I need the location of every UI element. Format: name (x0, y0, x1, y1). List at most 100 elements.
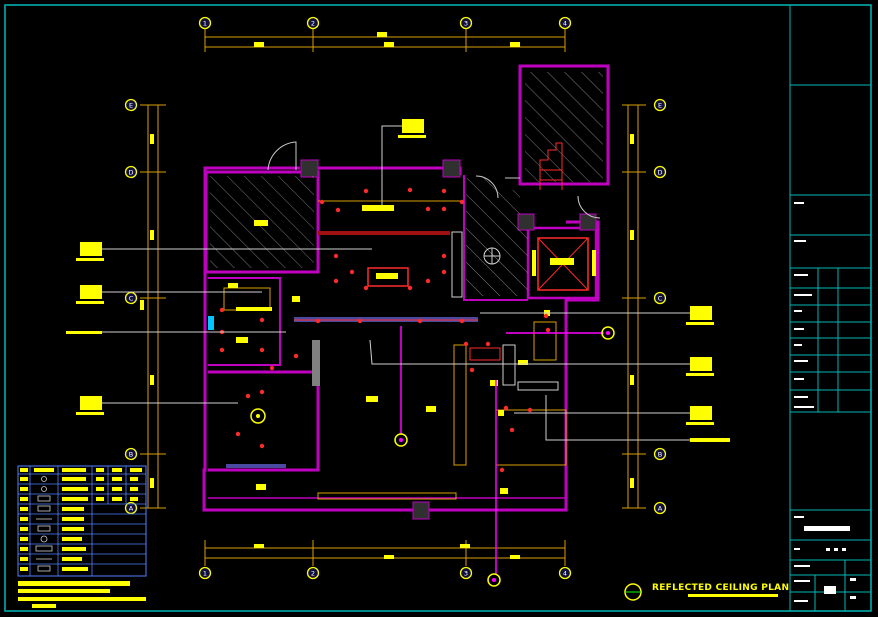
light-fixture-icon (485, 341, 491, 347)
light-fixture-icon (441, 206, 447, 212)
grid-column-bottom-4: 4 (558, 566, 572, 580)
grid-bubble-icon (558, 16, 572, 30)
leader-lines (102, 125, 690, 441)
light-fixture-icon (319, 199, 325, 205)
grid-column-bottom-1: 1 (198, 566, 212, 580)
building-walls (202, 64, 610, 512)
dimension-right (622, 104, 646, 509)
light-fixture-icon (259, 389, 265, 395)
light-fixture-icon (459, 318, 465, 324)
light-fixture-icon (219, 307, 225, 313)
light-fixture-icon (407, 187, 413, 193)
grid-column-top-2: 2 (306, 16, 320, 30)
light-fixture-icon (463, 341, 469, 347)
drawing-frame (4, 4, 872, 612)
dimension-left (140, 104, 166, 509)
dimension-left-tags (140, 134, 154, 488)
grid-bubble-icon (653, 165, 667, 179)
grid-row-left-C: C (124, 291, 138, 305)
light-fixture-icon (357, 318, 363, 324)
grid-row-left-B: B (124, 447, 138, 461)
dimension-right-tags (630, 134, 634, 488)
grid-bubble-icon (306, 16, 320, 30)
grid-bubble-icon (124, 98, 138, 112)
callout-tags (66, 119, 730, 442)
light-fixture-icon (245, 393, 251, 399)
grid-row-left-E: E (124, 98, 138, 112)
light-fixture-icon (441, 269, 447, 275)
grid-bubble-label: D (128, 169, 133, 177)
grid-row-left-D: D (124, 165, 138, 179)
grid-column-top-1: 1 (198, 16, 212, 30)
ceiling-fan-icon (483, 247, 501, 265)
light-fixture-icon (269, 365, 275, 371)
grid-bubble-icon (653, 501, 667, 515)
light-fixture-icon (259, 347, 265, 353)
grid-bubble-label: D (657, 169, 662, 177)
grid-bubble-icon (198, 16, 212, 30)
grid-column-bottom-2: 2 (306, 566, 320, 580)
grid-bubble-icon (459, 566, 473, 580)
light-fixture-icon (335, 207, 341, 213)
section-lines (400, 326, 604, 574)
light-fixture-icon (259, 443, 265, 449)
light-fixture-icon (503, 405, 509, 411)
legend-table (17, 465, 147, 608)
light-fixtures (219, 187, 551, 473)
grid-bubble-label: 2 (311, 570, 315, 578)
grid-bubble-label: 1 (203, 20, 207, 28)
grid-column-top-4: 4 (558, 16, 572, 30)
grid-columns-top: 1 2 3 4 (198, 16, 572, 30)
light-fixture-icon (363, 188, 369, 194)
light-fixture-icon (407, 285, 413, 291)
dimension-bottom (204, 540, 566, 566)
light-fixture-icon (441, 253, 447, 259)
grid-bubble-label: 3 (464, 20, 468, 28)
room-tags (228, 220, 550, 494)
grid-bubble-label: A (129, 505, 134, 513)
grid-bubble-icon (653, 447, 667, 461)
grid-row-right-B: B (653, 447, 667, 461)
grid-bubble-label: 4 (563, 570, 567, 578)
grid-bubble-label: C (129, 295, 134, 303)
grid-bubble-label: 1 (203, 570, 207, 578)
grid-bubble-icon (124, 447, 138, 461)
grid-bubble-icon (306, 566, 320, 580)
section-markers (394, 326, 615, 587)
grid-bubble-label: A (658, 505, 663, 513)
light-fixture-icon (441, 188, 447, 194)
stair (539, 142, 563, 190)
light-fixture-icon (259, 317, 265, 323)
light-fixture-icon (425, 278, 431, 284)
drawing-title: REFLECTED CEILING PLAN (624, 583, 789, 601)
grid-bubble-icon (653, 98, 667, 112)
light-fixture-icon (459, 199, 465, 205)
grid-columns-bottom: 1 2 3 4 (198, 566, 572, 580)
grid-rows-left: E D C B A (124, 98, 138, 515)
grid-bubble-label: 3 (464, 570, 468, 578)
grid-bubble-label: B (129, 451, 133, 459)
light-fixture-icon (545, 327, 551, 333)
grid-bubble-icon (459, 16, 473, 30)
light-fixture-icon (469, 367, 475, 373)
light-fixture-icon (293, 353, 299, 359)
doors (267, 141, 601, 219)
light-fixture-icon (417, 318, 423, 324)
grid-bubble-icon (558, 566, 572, 580)
grid-row-left-A: A (124, 501, 138, 515)
dimension-top (204, 24, 566, 52)
grid-bubble-label: 2 (311, 20, 315, 28)
light-fixture-icon (235, 431, 241, 437)
light-fixture-icon (349, 269, 355, 275)
dimension-bottom-tags (254, 544, 520, 559)
light-fixture-icon (315, 318, 321, 324)
drawing-title-text: REFLECTED CEILING PLAN (652, 583, 789, 593)
light-fixture-icon (509, 427, 515, 433)
hatch-areas (210, 72, 603, 296)
title-block-text-marks (794, 202, 856, 602)
grid-bubble-label: E (658, 102, 662, 110)
grid-column-top-3: 3 (459, 16, 473, 30)
light-fixture-icon (527, 407, 533, 413)
